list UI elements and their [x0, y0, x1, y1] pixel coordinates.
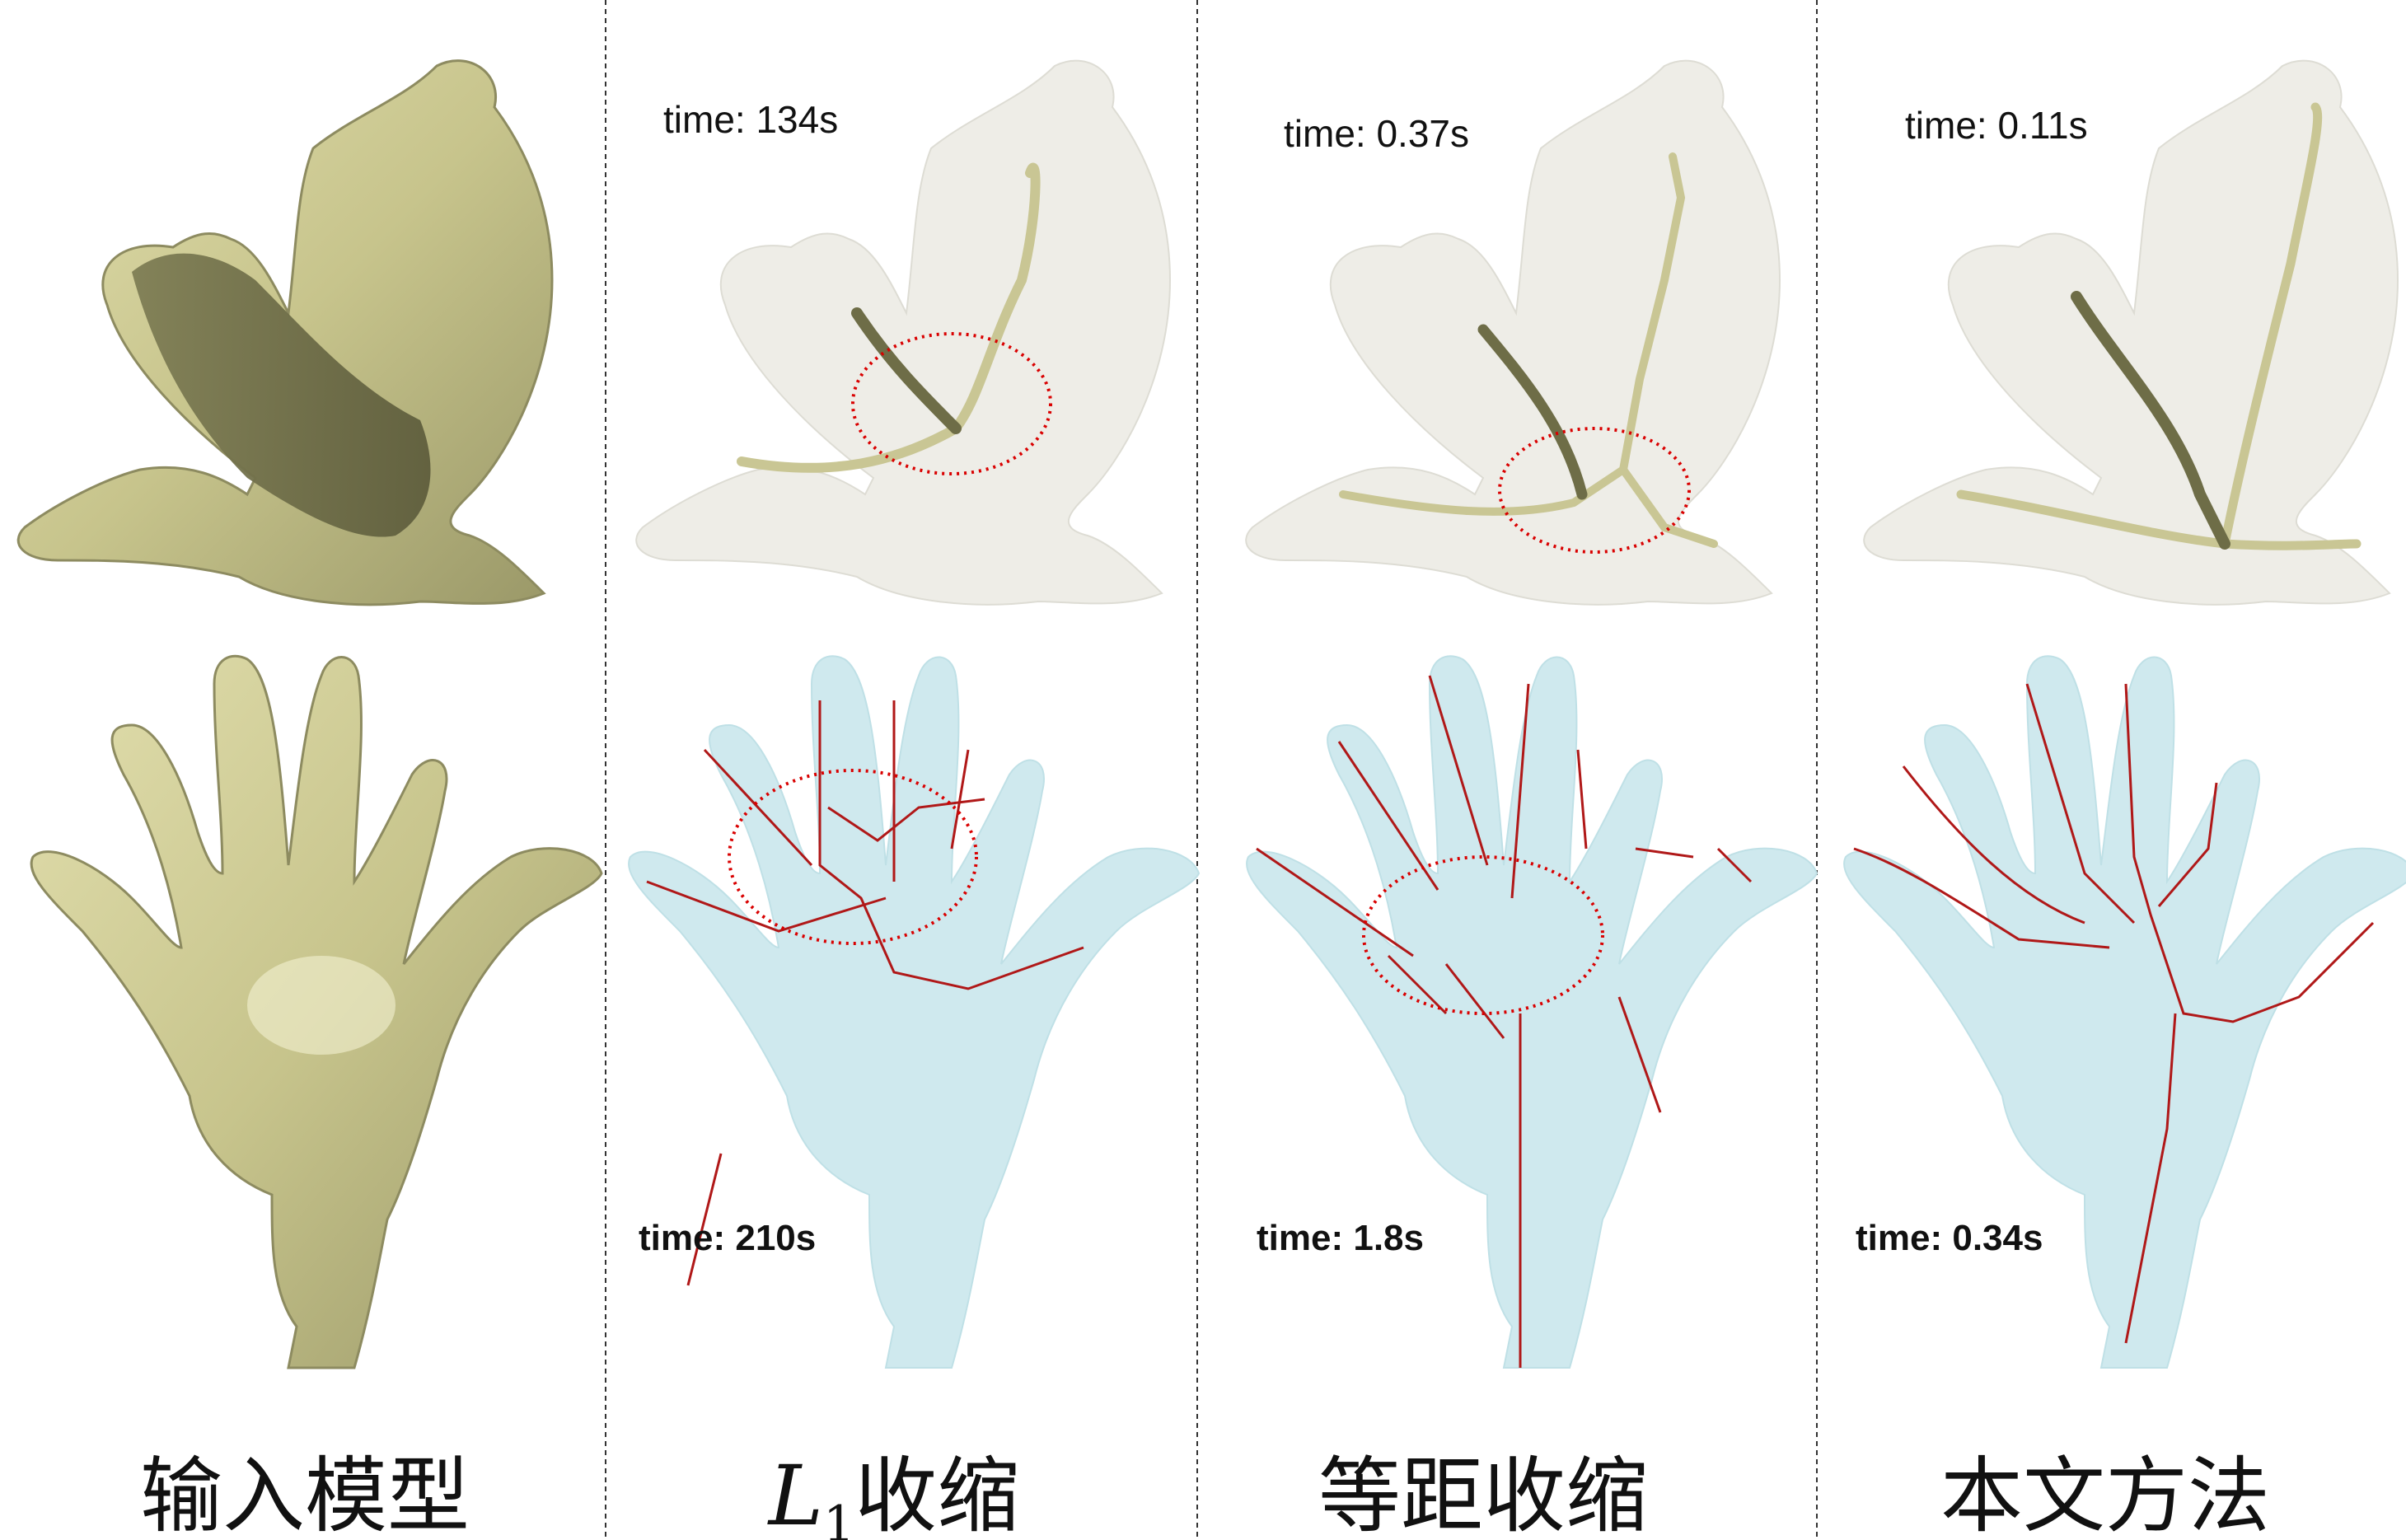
- input-bird-model: [18, 61, 552, 605]
- l1-bird-result: [636, 61, 1170, 605]
- l1-hand-result: [629, 656, 1199, 1368]
- our-hand-result: [1844, 656, 2406, 1368]
- time-l1-hand: time: 210s: [639, 1218, 816, 1259]
- time-l1-bird: time: 134s: [663, 97, 838, 142]
- equidistant-hand-result: [1247, 656, 1817, 1368]
- time-equidistant-bird: time: 0.37s: [1284, 111, 1469, 156]
- caption-input-model: 输入模型: [140, 1448, 470, 1540]
- caption-our-method: 本文方法: [1940, 1448, 2270, 1540]
- time-equidistant-hand: time: 1.8s: [1257, 1218, 1424, 1259]
- caption-equidistant-contraction: 等距收缩: [1318, 1448, 1648, 1540]
- input-hand-model: [31, 656, 602, 1368]
- time-our-bird: time: 0.11s: [1905, 103, 2088, 147]
- caption-l1-contraction: L1收缩: [767, 1448, 1020, 1540]
- time-our-hand: time: 0.34s: [1856, 1218, 2043, 1259]
